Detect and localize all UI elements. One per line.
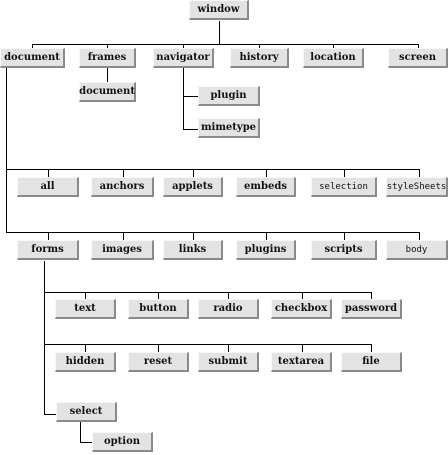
connector [183,68,184,130]
node-stylesheets: styleSheets [386,177,448,197]
connector [344,232,345,240]
node-plugin: plugin [198,86,260,106]
node-anchors: anchors [91,177,154,197]
connector [302,344,303,352]
connector [259,44,260,48]
connector [44,292,371,293]
node-screen: screen [388,48,448,68]
node-textarea: textarea [271,352,332,372]
node-selection: selection [311,177,377,197]
node-window: window [189,0,249,20]
connector [183,129,198,130]
connector [107,68,108,82]
connector [371,344,372,352]
connector [80,442,92,443]
connector [6,68,7,232]
connector [266,169,267,177]
connector [80,422,81,442]
node-frames-document: document [79,82,136,102]
connector [107,44,108,48]
node-select: select [56,402,117,422]
connector [123,232,124,240]
connector [228,292,229,299]
node-file: file [341,352,402,372]
connector [193,232,194,240]
node-history: history [230,48,289,68]
connector [85,344,86,352]
node-scripts: scripts [311,240,377,260]
node-all: all [17,177,79,197]
node-navigator: navigator [153,48,214,68]
node-button: button [128,299,189,319]
connector [419,232,420,240]
connector [48,232,49,240]
node-body: body [386,240,448,260]
connector [32,44,33,48]
node-links: links [163,240,223,260]
node-plugins: plugins [236,240,296,260]
node-location: location [303,48,364,68]
node-submit: submit [198,352,259,372]
connector [193,169,194,177]
node-embeds: embeds [236,177,296,197]
connector [32,44,418,45]
connector [418,44,419,48]
node-radio: radio [198,299,259,319]
connector [6,232,420,233]
node-frames: frames [79,48,136,68]
connector [266,232,267,240]
connector [48,169,49,177]
connector [44,344,371,345]
node-checkbox: checkbox [271,299,332,319]
node-hidden: hidden [55,352,116,372]
connector [333,44,334,48]
node-forms: forms [17,240,79,260]
node-option: option [92,432,153,452]
connector [85,292,86,299]
node-document: document [0,48,65,68]
connector [183,96,198,97]
node-password: password [341,299,402,319]
node-reset: reset [128,352,189,372]
node-mimetype: mimetype [198,118,260,138]
connector [123,169,124,177]
connector [6,169,420,170]
connector [371,292,372,299]
connector [44,261,45,414]
node-applets: applets [163,177,223,197]
connector [219,21,220,44]
connector [158,292,159,299]
connector [302,292,303,299]
connector [44,414,56,415]
node-text: text [55,299,116,319]
connector [183,44,184,48]
connector [158,344,159,352]
connector [228,344,229,352]
connector [419,169,420,177]
node-images: images [91,240,154,260]
connector [344,169,345,177]
